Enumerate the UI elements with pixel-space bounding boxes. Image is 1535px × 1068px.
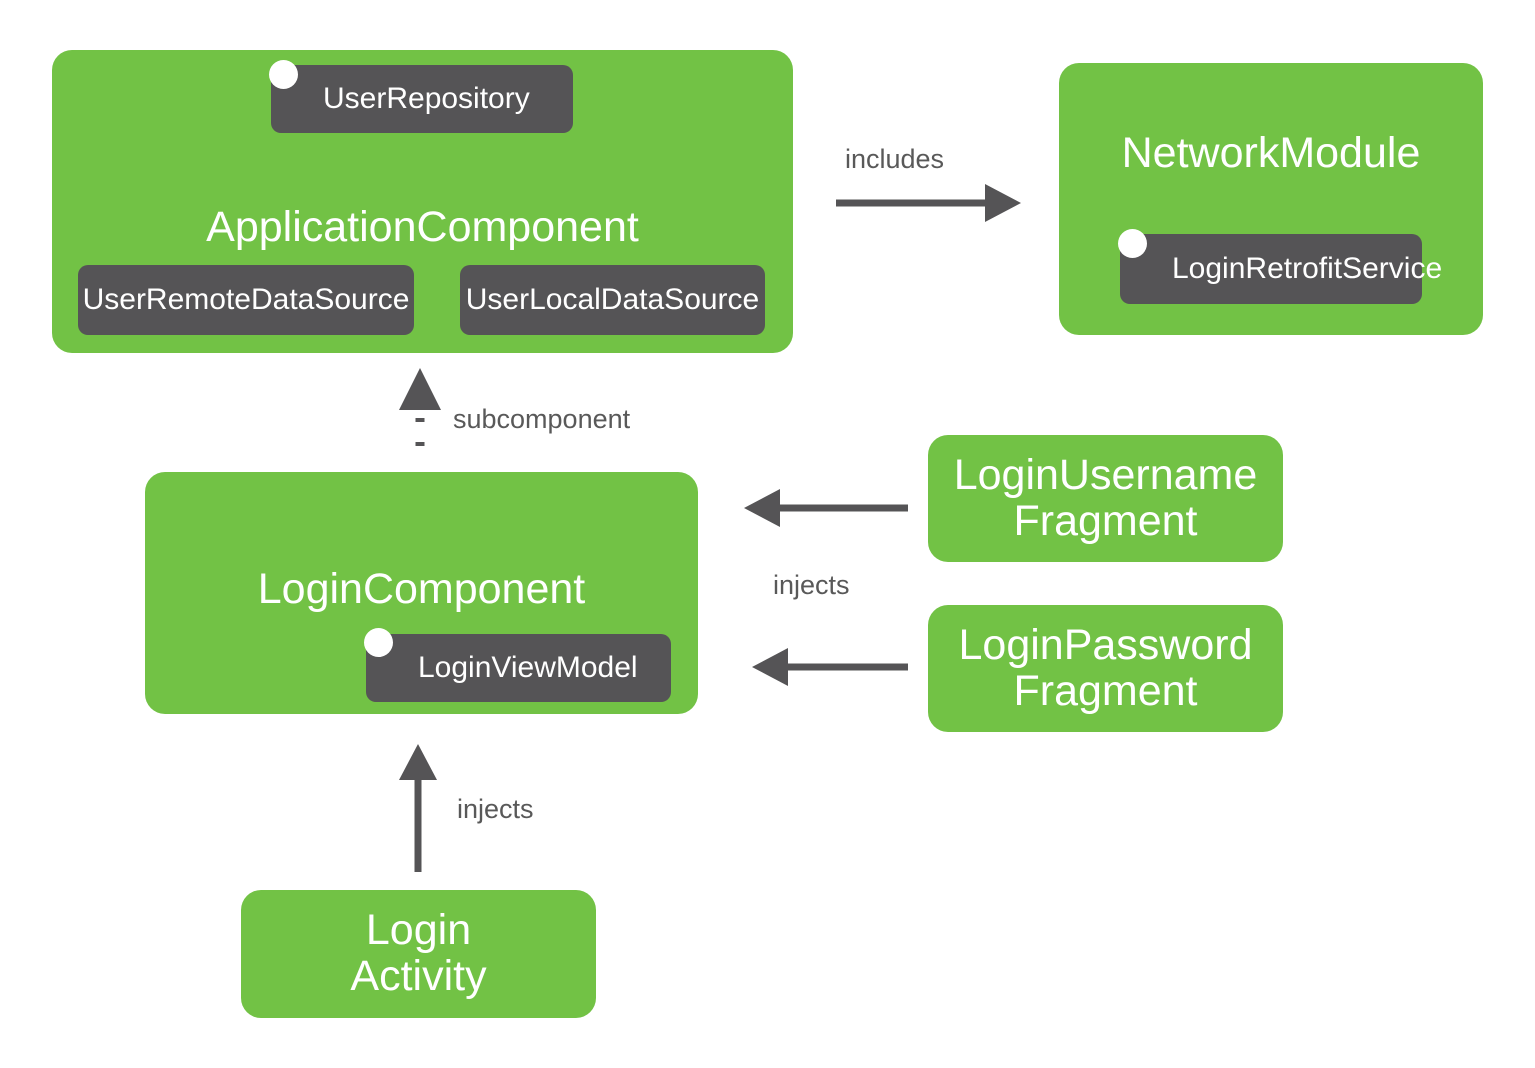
provision-dot-icon	[269, 60, 298, 89]
node-network-module[interactable]: NetworkModule LoginRetrofitService	[1059, 63, 1483, 335]
login-password-fragment-title: LoginPassword Fragment	[958, 621, 1253, 715]
provision-login-view-model[interactable]: LoginViewModel	[366, 634, 671, 702]
provision-login-retrofit-service-label: LoginRetrofitService	[1172, 252, 1443, 285]
edge-label-injects-activity: injects	[457, 794, 534, 824]
edge-injects-password	[752, 648, 908, 686]
provision-user-repository-label: UserRepository	[323, 82, 530, 115]
edge-injects-username	[744, 489, 908, 527]
node-login-username-fragment[interactable]: LoginUsername Fragment	[928, 435, 1283, 562]
edge-label-subcomponent: subcomponent	[453, 404, 631, 434]
login-component-title: LoginComponent	[257, 565, 586, 613]
provision-user-repository[interactable]: UserRepository	[271, 65, 573, 133]
node-login-password-fragment[interactable]: LoginPassword Fragment	[928, 605, 1283, 732]
node-login-activity[interactable]: Login Activity	[241, 890, 596, 1018]
node-login-component[interactable]: LoginComponent LoginViewModel	[145, 472, 698, 714]
provision-user-remote-data-source-label: UserRemoteDataSource	[82, 283, 410, 316]
provision-login-retrofit-service[interactable]: LoginRetrofitService	[1120, 234, 1442, 304]
edge-includes	[836, 184, 1021, 222]
network-module-title: NetworkModule	[1121, 129, 1421, 177]
provision-dot-icon	[364, 628, 393, 657]
node-application-component[interactable]: ApplicationComponent UserRepository User…	[52, 50, 793, 353]
login-activity-title: Login Activity	[350, 906, 487, 1000]
edge-label-includes: includes	[845, 144, 945, 174]
edge-label-injects-fragments: injects	[773, 570, 850, 600]
provision-user-local-data-source-label: UserLocalDataSource	[465, 283, 760, 316]
edge-subcomponent	[399, 368, 441, 464]
provision-dot-icon	[1118, 229, 1147, 258]
provision-user-local-data-source[interactable]: UserLocalDataSource	[460, 265, 765, 335]
login-username-fragment-title: LoginUsername Fragment	[953, 451, 1258, 545]
application-component-title: ApplicationComponent	[206, 203, 639, 251]
provision-user-remote-data-source[interactable]: UserRemoteDataSource	[78, 265, 414, 335]
edge-injects-activity	[399, 744, 437, 872]
provision-login-view-model-label: LoginViewModel	[418, 651, 638, 684]
